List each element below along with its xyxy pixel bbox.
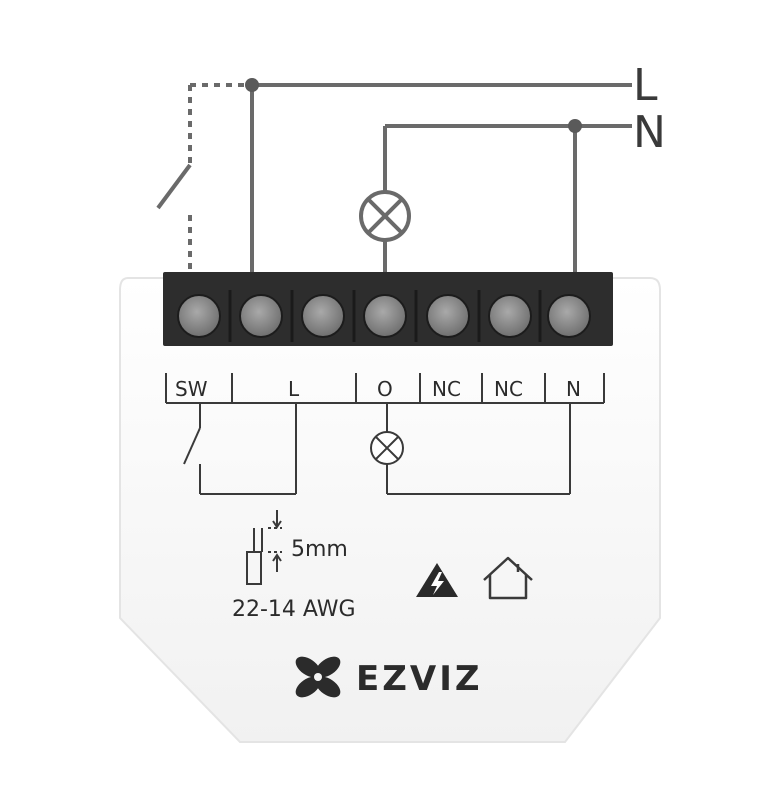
terminal-screw [426,294,470,338]
terminal-label-n: N [566,377,581,401]
terminal-label-bracket [165,373,605,404]
external-wiring [250,83,632,272]
terminal-screw [239,294,283,338]
terminal-label-nc-2: NC [494,377,523,401]
wire-strip-icon [246,510,282,585]
terminal-screw [177,294,221,338]
strip-length-text: 5mm [291,537,348,562]
terminal-screw [488,294,532,338]
terminal-screws [177,294,591,338]
terminal-label-sw: SW [175,377,208,401]
terminal-separators [228,290,542,342]
printed-circuit-diagram [183,403,571,495]
indoor-house-icon [483,556,533,600]
terminal-label-l: L [288,377,300,401]
lamp-icon [370,431,404,465]
brand-wordmark: EZVIZ [356,659,483,699]
module-housing [119,277,661,743]
wire-gauge-text: 22-14 AWG [232,597,356,622]
terminal-screw [363,294,407,338]
live-line-label: L [633,60,658,111]
external-switch-wiring [188,83,252,272]
terminal-screw [301,294,345,338]
high-voltage-warning-icon [416,563,458,597]
neutral-junction [568,119,582,133]
switch-icon [156,163,192,210]
terminal-label-nc-1: NC [432,377,461,401]
switch-icon [183,427,201,465]
live-junction [245,78,259,92]
terminal-label-o: O [377,377,393,401]
lamp-icon [359,190,411,242]
neutral-line-label: N [633,107,666,158]
terminal-screw [547,294,591,338]
ezviz-logo-icon [295,656,341,698]
